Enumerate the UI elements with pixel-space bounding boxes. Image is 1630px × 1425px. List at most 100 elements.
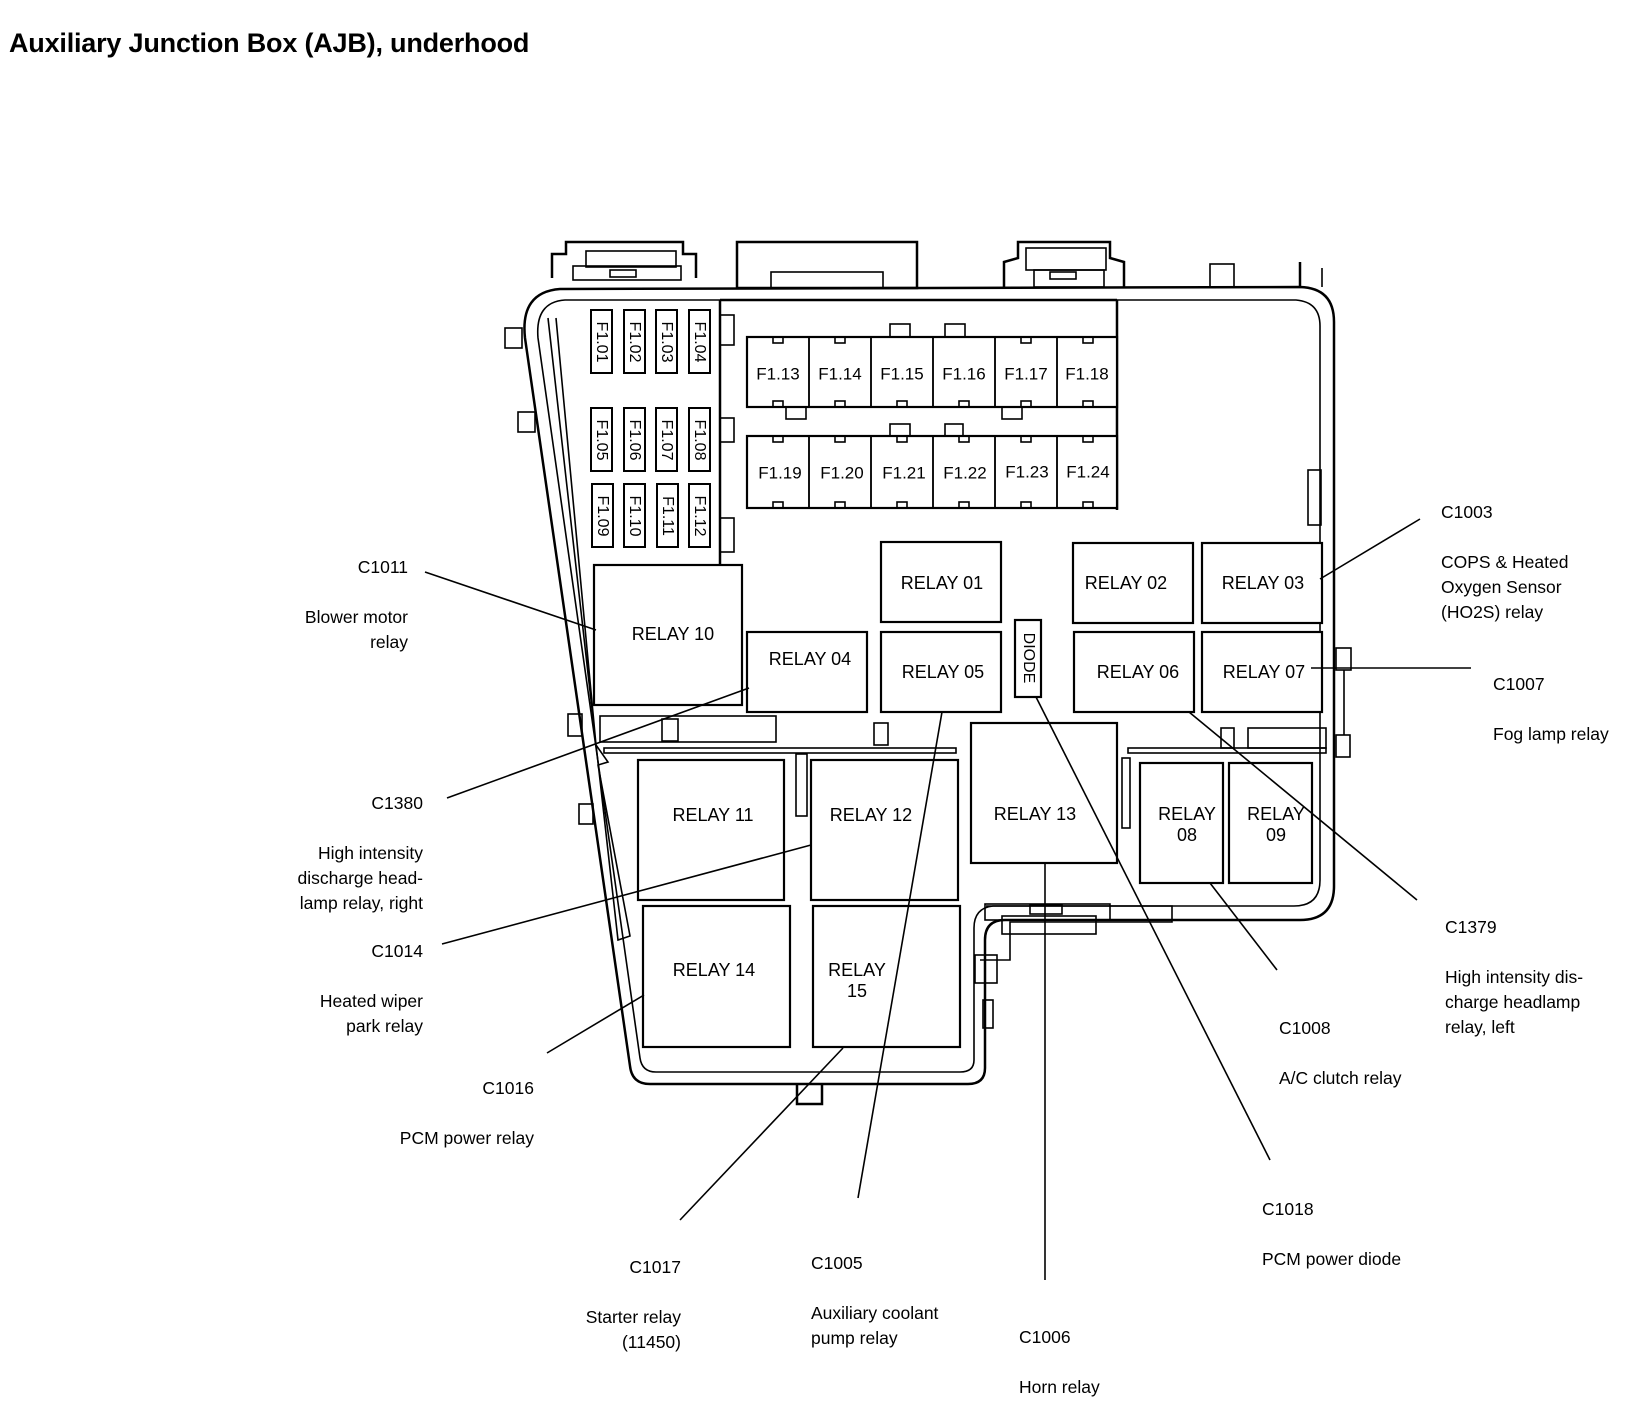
relay-01[interactable]: RELAY 01 bbox=[879, 540, 1003, 624]
connector-desc: Starter relay (11450) bbox=[585, 1307, 681, 1352]
fuse-f1-08[interactable]: F1.08 bbox=[688, 407, 711, 472]
connector-code: C1008 bbox=[1279, 1018, 1331, 1038]
svg-text:F1.14: F1.14 bbox=[818, 364, 861, 383]
connector-desc: Blower motor relay bbox=[304, 607, 408, 652]
fuse-f1-18[interactable]: F1.18 bbox=[1056, 336, 1118, 408]
vertical-fuses: F1.01 F1.02 F1.03 F1.04 F1.05 F1.06 F1.0… bbox=[590, 309, 711, 548]
relay-13[interactable]: RELAY 13 bbox=[969, 721, 1119, 865]
relay-02[interactable]: RELAY 02 bbox=[1071, 541, 1195, 625]
connector-desc: Heated wiper park relay bbox=[319, 991, 423, 1036]
svg-text:F1.07: F1.07 bbox=[658, 420, 675, 461]
fuse-f1-24[interactable]: F1.24 bbox=[1056, 435, 1118, 509]
svg-text:F1.13: F1.13 bbox=[756, 364, 799, 383]
callout-c1380: C1380 High intensity discharge head- lam… bbox=[298, 766, 424, 941]
relay-14[interactable]: RELAY 14 bbox=[641, 904, 792, 1049]
callout-c1011: C1011 Blower motor relay bbox=[305, 530, 408, 680]
svg-text:F1.03: F1.03 bbox=[658, 322, 675, 363]
connector-code: C1017 bbox=[629, 1257, 681, 1277]
fuse-f1-17[interactable]: F1.17 bbox=[994, 336, 1058, 408]
fuse-f1-05[interactable]: F1.05 bbox=[590, 407, 613, 472]
svg-text:RELAY: RELAY bbox=[828, 960, 886, 980]
leader-c1014 bbox=[441, 844, 812, 945]
fuse-f1-11[interactable]: F1.11 bbox=[656, 483, 679, 548]
leader-lines bbox=[424, 518, 1471, 1280]
svg-text:F1.23: F1.23 bbox=[1005, 462, 1048, 481]
svg-text:F1.04: F1.04 bbox=[691, 322, 708, 363]
callout-c1014: C1014 Heated wiper park relay bbox=[320, 914, 423, 1064]
fuse-f1-22[interactable]: F1.22 bbox=[932, 435, 996, 509]
svg-text:F1.22: F1.22 bbox=[943, 463, 986, 482]
fuse-f1-07[interactable]: F1.07 bbox=[655, 407, 678, 472]
leader-c1018 bbox=[1035, 696, 1271, 1161]
callout-c1018: C1018 PCM power diode bbox=[1262, 1172, 1401, 1297]
svg-text:RELAY 07: RELAY 07 bbox=[1223, 662, 1305, 682]
relay-06[interactable]: RELAY 06 bbox=[1072, 630, 1196, 714]
callout-c1017: C1017 Starter relay (11450) bbox=[586, 1230, 681, 1380]
fuse-f1-12[interactable]: F1.12 bbox=[688, 483, 711, 548]
fuse-f1-10[interactable]: F1.10 bbox=[623, 483, 646, 548]
callout-c1007: C1007 Fog lamp relay bbox=[1493, 647, 1609, 772]
leader-c1379 bbox=[1188, 711, 1418, 901]
svg-text:F1.17: F1.17 bbox=[1004, 364, 1047, 383]
svg-text:F1.08: F1.08 bbox=[691, 420, 708, 461]
fuse-row-2: F1.19 F1.20 F1.21 F1.22 F1.23 F1.24 bbox=[746, 435, 1118, 509]
svg-text:RELAY 13: RELAY 13 bbox=[994, 804, 1076, 824]
fuse-f1-04[interactable]: F1.04 bbox=[688, 309, 711, 374]
connector-desc: COPS & Heated Oxygen Sensor (HO2S) relay bbox=[1441, 552, 1569, 622]
svg-text:F1.16: F1.16 bbox=[942, 364, 985, 383]
svg-text:RELAY: RELAY bbox=[1158, 804, 1216, 824]
svg-text:08: 08 bbox=[1177, 825, 1197, 845]
relay-11[interactable]: RELAY 11 bbox=[636, 758, 786, 902]
callout-c1006: C1006 Horn relay bbox=[1019, 1300, 1100, 1425]
leader-c1011 bbox=[424, 571, 597, 631]
relay-04[interactable]: RELAY 04 bbox=[745, 630, 869, 714]
relay-12[interactable]: RELAY 12 bbox=[809, 758, 960, 902]
top-connectors bbox=[550, 240, 1323, 290]
connector-code: C1005 bbox=[811, 1253, 863, 1273]
connector-code: C1380 bbox=[371, 793, 423, 813]
svg-text:F1.06: F1.06 bbox=[626, 420, 643, 461]
svg-text:F1.15: F1.15 bbox=[880, 364, 923, 383]
fuse-f1-06[interactable]: F1.06 bbox=[623, 407, 646, 472]
relays: RELAY 01 RELAY 02 RELAY 03 RELAY 04 RELA… bbox=[592, 540, 1324, 1049]
page-title: Auxiliary Junction Box (AJB), underhood bbox=[9, 28, 530, 58]
svg-text:F1.10: F1.10 bbox=[626, 496, 643, 537]
connector-code: C1014 bbox=[371, 941, 423, 961]
junction-box-diagram: F1.01 F1.02 F1.03 F1.04 F1.05 F1.06 F1.0… bbox=[424, 240, 1471, 1280]
fuse-f1-09[interactable]: F1.09 bbox=[591, 483, 614, 548]
callout-c1008: C1008 A/C clutch relay bbox=[1279, 991, 1402, 1116]
fuse-f1-16[interactable]: F1.16 bbox=[932, 323, 996, 408]
pcm-power-diode[interactable]: DIODE bbox=[1013, 618, 1043, 699]
svg-text:F1.09: F1.09 bbox=[594, 496, 611, 537]
svg-text:F1.12: F1.12 bbox=[691, 496, 708, 537]
svg-text:RELAY 10: RELAY 10 bbox=[632, 624, 714, 644]
svg-text:RELAY 02: RELAY 02 bbox=[1085, 573, 1167, 593]
svg-text:RELAY 04: RELAY 04 bbox=[769, 649, 851, 669]
svg-text:F1.20: F1.20 bbox=[820, 463, 863, 482]
svg-text:F1.01: F1.01 bbox=[593, 322, 610, 363]
connector-code: C1018 bbox=[1262, 1199, 1314, 1219]
svg-text:RELAY 12: RELAY 12 bbox=[830, 805, 912, 825]
relay-10[interactable]: RELAY 10 bbox=[592, 563, 744, 707]
leader-c1008 bbox=[1209, 882, 1278, 971]
leader-c1016 bbox=[546, 994, 645, 1054]
svg-text:15: 15 bbox=[847, 981, 867, 1001]
relay-07[interactable]: RELAY 07 bbox=[1200, 630, 1324, 714]
fuse-f1-03[interactable]: F1.03 bbox=[655, 309, 678, 374]
svg-text:F1.18: F1.18 bbox=[1065, 364, 1108, 383]
leader-c1005 bbox=[857, 711, 943, 1199]
callout-c1003: C1003 COPS & Heated Oxygen Sensor (HO2S)… bbox=[1441, 475, 1568, 650]
fuse-f1-01[interactable]: F1.01 bbox=[590, 309, 613, 374]
relay-03[interactable]: RELAY 03 bbox=[1200, 541, 1324, 625]
connector-desc: Horn relay bbox=[1019, 1377, 1100, 1397]
callout-c1016: C1016 PCM power relay bbox=[400, 1051, 534, 1176]
relay-05[interactable]: RELAY 05 bbox=[879, 630, 1003, 714]
callout-c1005: C1005 Auxiliary coolant pump relay bbox=[811, 1226, 938, 1376]
svg-text:F1.19: F1.19 bbox=[758, 463, 801, 482]
svg-text:F1.21: F1.21 bbox=[882, 463, 925, 482]
connector-desc: Auxiliary coolant pump relay bbox=[811, 1303, 939, 1348]
fuse-f1-02[interactable]: F1.02 bbox=[623, 309, 646, 374]
